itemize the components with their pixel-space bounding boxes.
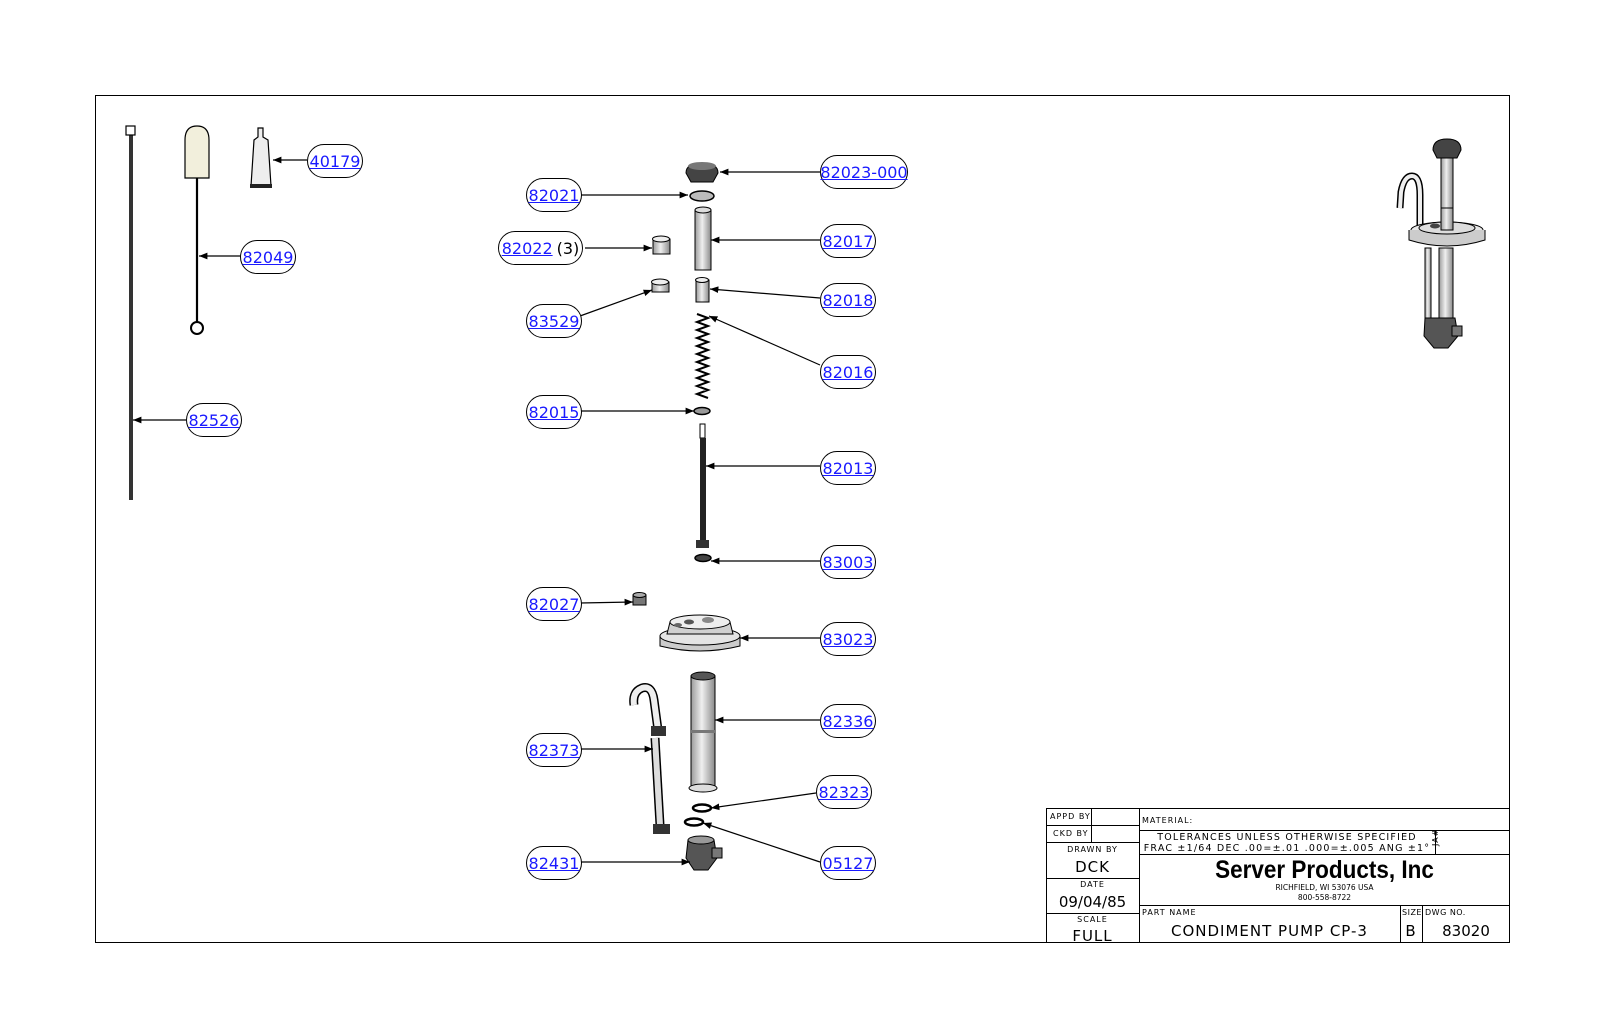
callout-link-83529[interactable]: 83529 <box>528 311 580 331</box>
part-82016-spring <box>694 313 711 399</box>
callout-link-82015[interactable]: 82015 <box>528 402 580 422</box>
leader-lines <box>133 156 821 866</box>
callout-82027[interactable]: 82027 <box>526 587 582 621</box>
part-82336-cylinder <box>688 671 718 793</box>
callout-82022[interactable]: 82022(3) <box>498 231 583 265</box>
part-82021-ring <box>689 190 715 202</box>
part-82017-tube <box>694 206 712 271</box>
callout-82017[interactable]: 82017 <box>820 224 876 258</box>
ckd-by-label: CKD BY <box>1053 829 1089 838</box>
tolerance-line-2: FRAC ±1/64 DEC .00=±.01 .000=±.005 ANG ±… <box>1143 843 1431 854</box>
callout-link-82021[interactable]: 82021 <box>528 185 580 205</box>
drawing-border <box>95 95 1510 943</box>
callout-link-82526[interactable]: 82526 <box>188 410 240 430</box>
appd-by-label: APPD BY <box>1050 812 1091 821</box>
dwg-no-label: DWG NO. <box>1425 908 1466 917</box>
callout-link-82373[interactable]: 82373 <box>528 740 580 760</box>
callout-link-05127[interactable]: 05127 <box>822 853 874 873</box>
callout-82431[interactable]: 82431 <box>526 846 582 880</box>
callout-link-82323[interactable]: 82323 <box>818 782 870 802</box>
callout-82013[interactable]: 82013 <box>820 451 876 485</box>
callout-link-82018[interactable]: 82018 <box>822 290 874 310</box>
callout-40179[interactable]: 40179 <box>307 144 363 178</box>
part-82022-bushing <box>652 235 671 255</box>
part-83529-cap <box>651 278 670 293</box>
part-83003-oring <box>694 553 712 563</box>
callout-82021[interactable]: 82021 <box>526 178 582 212</box>
callout-82015[interactable]: 82015 <box>526 395 582 429</box>
dwg-no-value: 83020 <box>1442 922 1490 940</box>
assembled-pump-view <box>1396 138 1486 349</box>
ja-label: JA# <box>1431 828 1440 846</box>
part-82373-spout <box>629 683 670 834</box>
part-82015-washer <box>693 406 711 416</box>
part-40179-tube <box>250 127 272 188</box>
callout-82373[interactable]: 82373 <box>526 733 582 767</box>
part-05127-oring <box>683 817 705 827</box>
drawn-by-value: DCK <box>1075 858 1110 876</box>
part-83023-lid <box>659 614 741 652</box>
callout-link-83023[interactable]: 83023 <box>822 629 874 649</box>
callout-quantity: (3) <box>556 238 580 258</box>
callout-link-82336[interactable]: 82336 <box>822 711 874 731</box>
size-label: SIZE <box>1402 908 1422 917</box>
callout-link-82049[interactable]: 82049 <box>242 247 294 267</box>
scale-label: SCALE <box>1077 915 1108 924</box>
scale-value: FULL <box>1072 927 1113 945</box>
callout-link-82017[interactable]: 82017 <box>822 231 874 251</box>
callout-82049[interactable]: 82049 <box>240 240 296 274</box>
callout-83023[interactable]: 83023 <box>820 622 876 656</box>
callout-83529[interactable]: 83529 <box>526 304 582 338</box>
date-label: DATE <box>1080 880 1105 889</box>
callout-link-82027[interactable]: 82027 <box>528 594 580 614</box>
part-name-label: PART NAME <box>1142 908 1197 917</box>
callout-link-82431[interactable]: 82431 <box>528 853 580 873</box>
title-block <box>1046 808 1510 943</box>
part-82049-tool <box>184 125 210 335</box>
drawn-by-label: DRAWN BY <box>1067 845 1118 854</box>
tolerance-line-1: TOLERANCES UNLESS OTHERWISE SPECIFIED <box>1157 832 1417 843</box>
material-label: MATERIAL: <box>1142 816 1194 825</box>
callout-82323[interactable]: 82323 <box>816 775 872 809</box>
callout-link-40179[interactable]: 40179 <box>309 151 361 171</box>
part-82027-nut <box>632 592 647 606</box>
callout-82526[interactable]: 82526 <box>186 403 242 437</box>
callout-link-83003[interactable]: 83003 <box>822 552 874 572</box>
callout-link-82022[interactable]: 82022 <box>501 238 553 258</box>
part-82431-valve <box>685 835 723 871</box>
company-address: RICHFIELD, WI 53076 USA <box>1275 883 1374 892</box>
callout-link-82013[interactable]: 82013 <box>822 458 874 478</box>
callout-83003[interactable]: 83003 <box>820 545 876 579</box>
callout-82336[interactable]: 82336 <box>820 704 876 738</box>
size-value: B <box>1405 922 1417 940</box>
part-name-value: CONDIMENT PUMP CP-3 <box>1171 922 1368 940</box>
company-name: Server Products, Inc <box>1215 856 1434 884</box>
part-82023-000-knob <box>685 162 719 183</box>
callout-link-82023-000[interactable]: 82023-000 <box>820 162 908 182</box>
callout-82018[interactable]: 82018 <box>820 283 876 317</box>
part-82323-oring <box>691 803 713 813</box>
date-value: 09/04/85 <box>1058 893 1127 911</box>
callout-link-82016[interactable]: 82016 <box>822 362 874 382</box>
part-82526-rod <box>125 125 136 500</box>
callout-82023-000[interactable]: 82023-000 <box>820 155 908 189</box>
callout-05127[interactable]: 05127 <box>820 846 876 880</box>
callout-82016[interactable]: 82016 <box>820 355 876 389</box>
part-82018-sleeve <box>695 277 710 303</box>
company-phone: 800-558-8722 <box>1297 893 1352 902</box>
part-82013-plunger-rod <box>696 423 709 548</box>
